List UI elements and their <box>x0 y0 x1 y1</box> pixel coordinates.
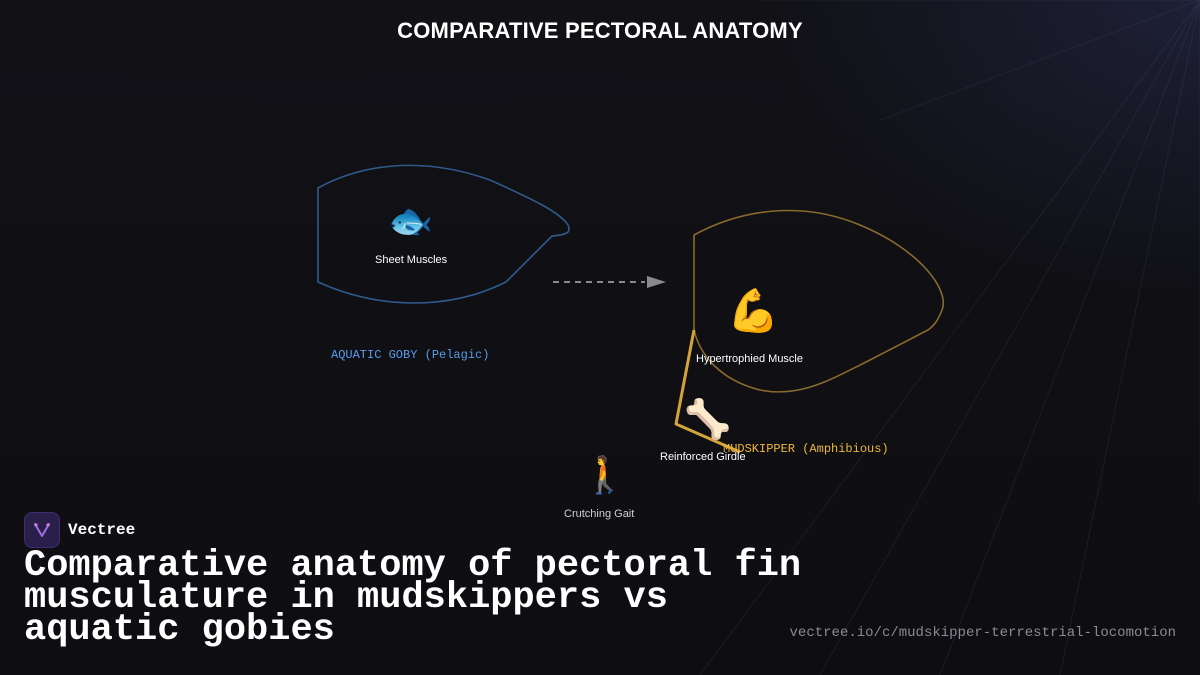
bone-icon: 🦴 <box>684 397 732 441</box>
brand: Vectree <box>24 512 135 548</box>
reinforced-girdle-shape <box>674 329 741 454</box>
vectree-logo-icon <box>24 512 60 548</box>
fish-icon: 🐟 <box>388 201 433 242</box>
page-title: COMPARATIVE PECTORAL ANATOMY <box>397 18 803 43</box>
transition-arrow-head <box>647 276 666 288</box>
aquatic-species-label: AQUATIC GOBY (Pelagic) <box>331 348 490 362</box>
aquatic-fin-outline <box>317 164 570 304</box>
crutching-gait-label: Crutching Gait <box>564 508 635 520</box>
hypertrophied-muscle-label: Hypertrophied Muscle <box>696 353 803 365</box>
person-walking-icon: 🚶 <box>582 455 627 496</box>
amphibious-species-label: MUDSKIPPER (Amphibious) <box>723 442 889 456</box>
amphibious-fin-outline <box>693 209 945 393</box>
caption: Comparative anatomy of pectoral fin musc… <box>24 545 802 651</box>
brand-name: Vectree <box>68 521 136 539</box>
source-url: vectree.io/c/mudskipper-terrestrial-loco… <box>789 625 1176 641</box>
sheet-muscles-label: Sheet Muscles <box>375 254 448 266</box>
flexed-biceps-icon: 💪 <box>727 286 780 335</box>
reinforced-girdle-label: Reinforced Girdle <box>660 451 746 463</box>
